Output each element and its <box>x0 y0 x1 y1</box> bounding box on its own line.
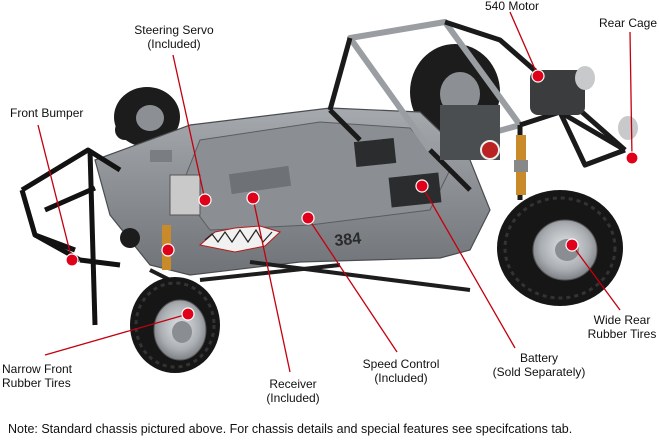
rear-shock <box>514 135 528 195</box>
leader-line-front-tires <box>44 313 189 356</box>
dot-front-tires <box>181 307 195 321</box>
front-right-wheel <box>130 277 220 373</box>
leader-line-battery <box>421 185 516 349</box>
label-rear-tires: Wide Rear Rubber Tires <box>587 313 657 341</box>
leader-line-front-bumper <box>37 124 73 261</box>
chassis-number: 384 <box>334 230 362 250</box>
dot-battery <box>415 179 429 193</box>
steering-servo <box>150 150 201 216</box>
dot-motor <box>531 69 545 83</box>
dot-steering-servo <box>198 193 212 207</box>
label-motor: 540 Motor <box>484 0 540 13</box>
label-steering-servo: Steering Servo (Included) <box>134 23 214 51</box>
dot-steering-link <box>161 243 175 257</box>
dot-receiver <box>246 191 260 205</box>
dot-speed-control <box>301 211 315 225</box>
leader-line-rear-tires <box>571 244 621 311</box>
dot-rear-tires <box>565 238 579 252</box>
motor-gearbox <box>440 66 638 160</box>
leader-line-receiver <box>252 197 291 373</box>
dot-front-bumper <box>65 253 79 267</box>
leader-line-rear-cage <box>629 31 633 159</box>
label-speed-control: Speed Control (Included) <box>362 357 440 385</box>
label-front-bumper: Front Bumper <box>10 106 84 120</box>
label-rear-cage: Rear Cage <box>598 16 658 30</box>
footnote: Note: Standard chassis pictured above. F… <box>8 422 573 436</box>
dot-rear-cage <box>625 151 639 165</box>
callout-dots <box>65 69 639 321</box>
chassis-tub: 384 <box>94 107 491 276</box>
front-bumper <box>19 147 122 326</box>
leader-lines <box>37 11 633 373</box>
leader-line-steering-servo <box>172 54 206 201</box>
label-front-tires: Narrow Front Rubber Tires <box>2 362 73 390</box>
label-battery: Battery (Sold Separately) <box>492 351 586 379</box>
leader-line-speed-control <box>307 217 398 353</box>
label-receiver: Receiver (Included) <box>266 377 320 405</box>
leader-line-motor <box>509 11 539 77</box>
